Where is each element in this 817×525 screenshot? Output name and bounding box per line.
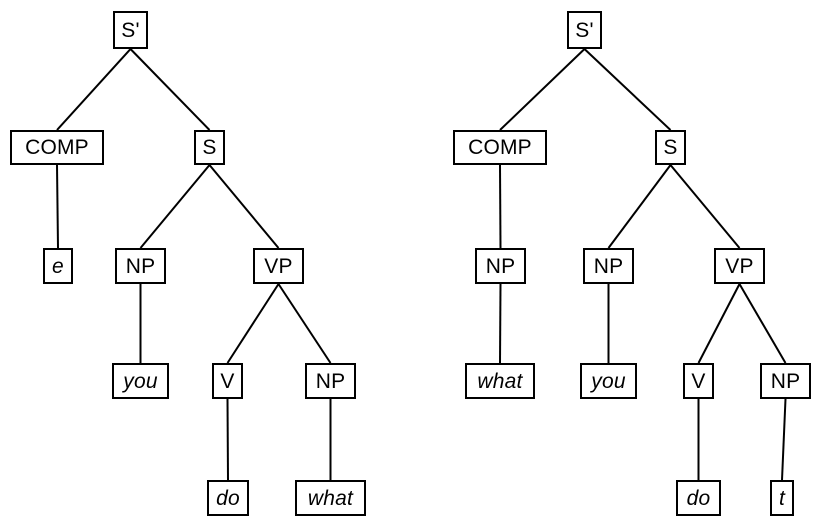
tree-node-l-np2: NP	[305, 363, 356, 399]
tree-node-r-s: S	[655, 130, 686, 165]
tree-edge-L-V-to-L-do	[226, 398, 229, 481]
tree-edge-R-VP-to-R-V	[697, 283, 741, 364]
tree-edge-R-NP0-to-R-what	[499, 283, 502, 364]
tree-node-l-vp: VP	[253, 248, 304, 284]
tree-node-r-what: what	[465, 363, 535, 399]
tree-node-r-you: you	[580, 363, 637, 399]
tree-edge-R-NP2-to-R-t	[781, 398, 787, 481]
tree-node-r-v: V	[683, 363, 714, 399]
tree-node-r-np0: NP	[475, 248, 526, 284]
tree-edge-R-S-to-R-VP	[669, 164, 741, 249]
tree-node-l-you: you	[112, 363, 169, 399]
tree-edge-L-COMP-to-L-e	[56, 164, 59, 249]
tree-node-r-do: do	[676, 480, 721, 516]
tree-node-l-what: what	[295, 480, 366, 516]
tree-node-r-np1: NP	[583, 248, 634, 284]
tree-edge-L-S-to-L-VP	[208, 164, 280, 249]
tree-edge-R-COMP-to-R-NP0	[499, 164, 502, 249]
tree-edge-R-Sbar-to-R-COMP	[499, 48, 586, 131]
tree-node-l-v: V	[212, 363, 243, 399]
tree-node-l-e: e	[43, 248, 73, 284]
tree-node-r-np2: NP	[760, 363, 811, 399]
tree-node-r-sbar: S'	[567, 11, 602, 49]
tree-node-r-comp: COMP	[453, 130, 547, 165]
tree-node-l-comp: COMP	[10, 130, 104, 165]
tree-edge-L-Sbar-to-L-COMP	[56, 48, 132, 131]
tree-edge-L-S-to-L-NP1	[139, 164, 211, 249]
tree-node-l-do: do	[207, 480, 249, 516]
tree-edge-R-Sbar-to-R-S	[583, 48, 672, 131]
tree-edge-R-S-to-R-NP1	[607, 164, 672, 249]
tree-node-l-s: S	[194, 130, 225, 165]
tree-edge-L-VP-to-L-V	[226, 283, 280, 364]
tree-edge-L-Sbar-to-L-S	[129, 48, 211, 131]
tree-node-l-np1: NP	[115, 248, 166, 284]
tree-node-l-sbar: S'	[113, 11, 148, 49]
tree-edge-R-VP-to-R-NP2	[738, 283, 787, 364]
tree-node-r-t: t	[770, 480, 794, 516]
tree-edge-L-VP-to-L-NP2	[277, 283, 332, 364]
tree-node-r-vp: VP	[714, 248, 765, 284]
